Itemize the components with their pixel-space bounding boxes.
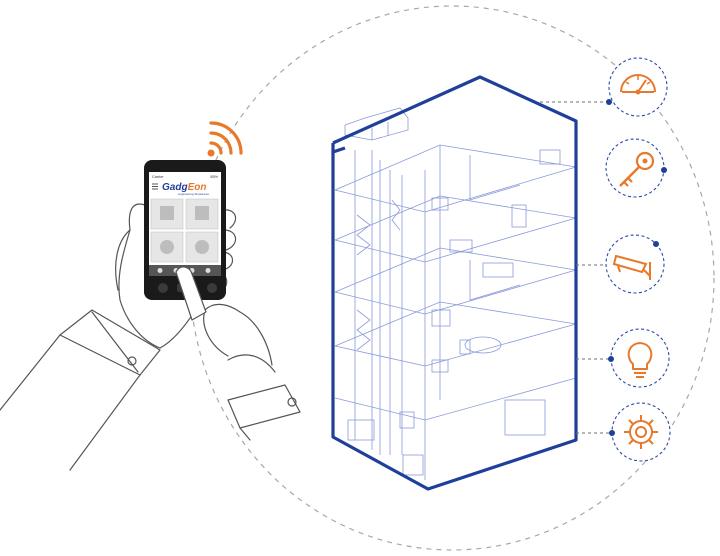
- app-tile-grid: [150, 198, 219, 263]
- gauge-icon[interactable]: [606, 57, 668, 117]
- building-illustration: [331, 75, 578, 491]
- settings-gear-icon[interactable]: [609, 402, 671, 462]
- app-tagline: engineering Smartness: [178, 192, 209, 196]
- key-icon[interactable]: [605, 138, 667, 198]
- wifi-signal-icon: [207, 121, 243, 157]
- status-carrier: Carrier: [152, 175, 164, 179]
- pointing-finger: [175, 266, 207, 321]
- app-logo: GadgEon: [162, 182, 206, 193]
- menu-icon[interactable]: [152, 183, 158, 190]
- security-camera-icon[interactable]: [605, 234, 665, 294]
- status-battery: 85%: [210, 175, 218, 179]
- light-bulb-icon[interactable]: [608, 328, 670, 388]
- connection-circle: [189, 5, 715, 551]
- icon-connectors: [540, 101, 610, 434]
